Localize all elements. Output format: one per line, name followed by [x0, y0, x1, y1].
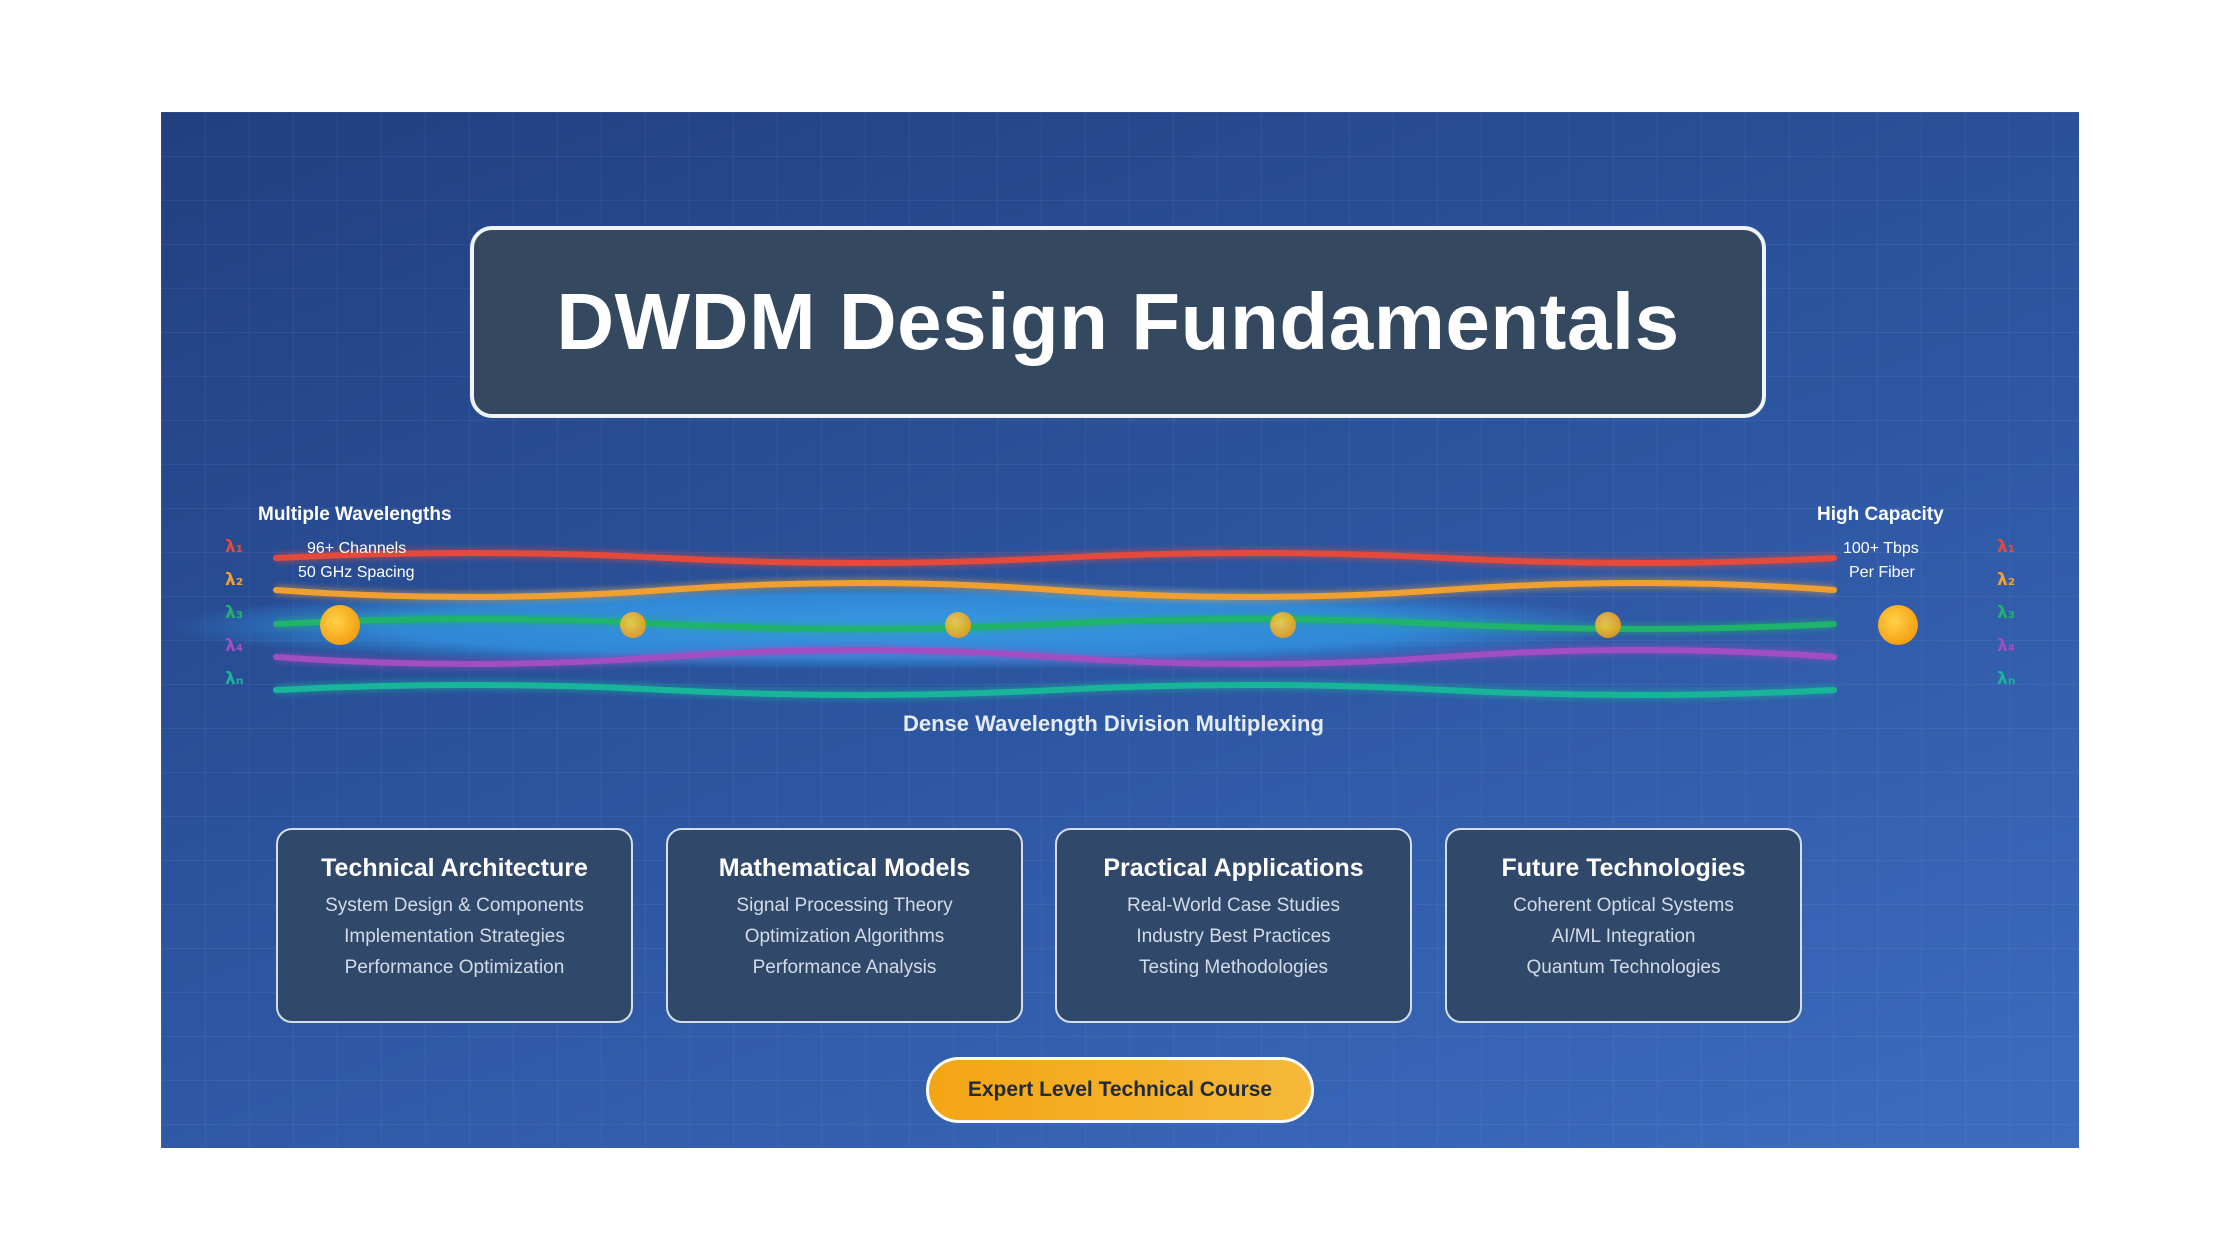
signal-node: [1878, 605, 1918, 645]
card-practical-applications: Practical Applications Real-World Case S…: [1055, 828, 1412, 1023]
right-per-fiber: Per Fiber: [1849, 564, 1915, 581]
wavelength-line: [273, 682, 1837, 698]
card-item: Implementation Strategies: [344, 926, 565, 947]
wavelength-label: λ₁: [1997, 537, 2015, 557]
left-heading: Multiple Wavelengths: [258, 504, 452, 525]
wavelength-label: λ₂: [225, 570, 243, 590]
card-title: Mathematical Models: [718, 854, 971, 882]
signal-node: [320, 605, 360, 645]
wavelength-label: λₙ: [225, 669, 244, 689]
wavelength-label: λ₄: [1997, 636, 2015, 656]
wavelength-label: λ₃: [225, 603, 243, 623]
wavelength-diagram: λ₁ λ₂ λ₃ λ₄ λₙ λ₁ λ₂ λ₃ λ₄ λₙ: [165, 537, 2016, 700]
card-item: Performance Optimization: [344, 957, 565, 978]
page-title: DWDM Design Fundamentals: [556, 277, 1680, 366]
card-technical-architecture: Technical Architecture System Design & C…: [276, 828, 633, 1023]
slide: DWDM Design Fundamentals λ₁ λ₂ λ₃ λ₄ λₙ λ₁ λ₂…: [161, 112, 2079, 1148]
signal-node: [1270, 612, 1296, 638]
wavelength-line: [273, 616, 1837, 632]
left-channels: 96+ Channels: [307, 540, 407, 557]
wavelength-label: λ₂: [1997, 570, 2015, 590]
card-item: Performance Analysis: [752, 957, 937, 978]
card-item: Real-World Case Studies: [1127, 895, 1340, 916]
signal-node: [945, 612, 971, 638]
card-title: Technical Architecture: [321, 854, 588, 882]
signal-node: [1595, 612, 1621, 638]
card-item: Signal Processing Theory: [736, 895, 953, 916]
signal-node: [620, 612, 646, 638]
right-capacity: 100+ Tbps: [1843, 540, 1919, 557]
card-title: Practical Applications: [1103, 854, 1364, 882]
card-item: System Design & Components: [325, 895, 584, 916]
course-level-button[interactable]: Expert Level Technical Course: [926, 1057, 1314, 1123]
card-item: Quantum Technologies: [1526, 957, 1721, 978]
right-heading: High Capacity: [1817, 504, 1944, 525]
wavelength-label: λ₁: [225, 537, 243, 557]
card-item: Optimization Algorithms: [744, 926, 945, 947]
card-item: Industry Best Practices: [1136, 926, 1331, 947]
wavelength-label: λ₄: [225, 636, 243, 656]
card-item: Coherent Optical Systems: [1513, 895, 1734, 916]
wavelength-label: λₙ: [1997, 669, 2016, 689]
wavelength-line: [273, 647, 1837, 667]
card-item: Testing Methodologies: [1138, 957, 1329, 978]
title-box: DWDM Design Fundamentals: [470, 226, 1766, 418]
wavelength-line: [273, 580, 1837, 600]
left-spacing: 50 GHz Spacing: [298, 564, 415, 581]
wavelength-line: [273, 550, 1837, 566]
card-mathematical-models: Mathematical Models Signal Processing Th…: [666, 828, 1023, 1023]
card-item: AI/ML Integration: [1551, 926, 1696, 947]
wavelength-label: λ₃: [1997, 603, 2015, 623]
card-future-technologies: Future Technologies Coherent Optical Sys…: [1445, 828, 1802, 1023]
diagram-caption: Dense Wavelength Division Multiplexing: [903, 711, 1324, 736]
card-title: Future Technologies: [1501, 854, 1746, 882]
